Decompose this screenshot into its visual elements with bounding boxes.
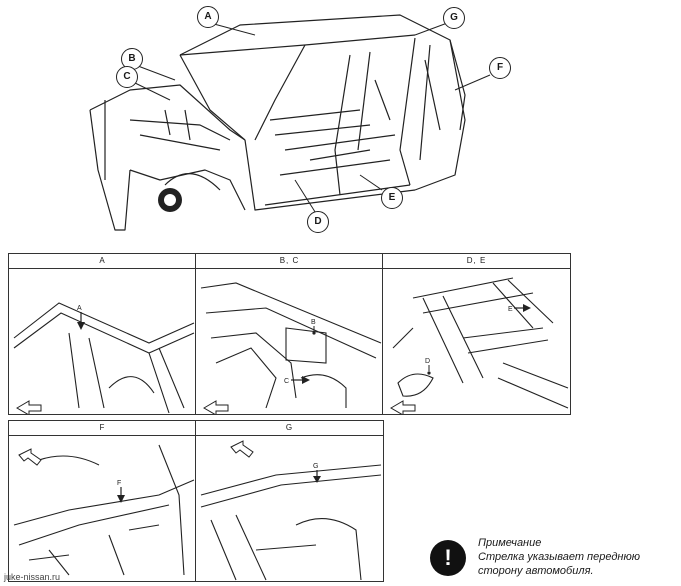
body-shell-illustration (89, 14, 491, 231)
svg-text:D: D (425, 358, 430, 365)
panel-title: B, C (196, 254, 383, 269)
callout-c: C (116, 66, 138, 88)
svg-text:C: C (284, 378, 289, 385)
svg-text:A: A (77, 305, 82, 312)
svg-text:F: F (117, 480, 121, 487)
panel-title: F (9, 421, 196, 436)
detail-panel-bc: B, C B C (195, 253, 384, 415)
callout-f: F (489, 57, 511, 79)
detail-panel-de: D, E D E (382, 253, 571, 415)
panel-g-drawing: G (200, 440, 382, 581)
site-watermark: juke-nissan.ru (4, 572, 61, 582)
callout-d: D (307, 211, 329, 233)
front-direction-arrow (390, 400, 416, 414)
callout-g: G (443, 7, 465, 29)
svg-text:E: E (508, 306, 513, 313)
panel-de-drawing: D E (390, 277, 569, 414)
note-block: ! Примечание Стрелка указывает переднюю … (430, 536, 680, 584)
info-bulb-icon: ! (430, 540, 466, 576)
front-direction-arrow (16, 400, 42, 414)
panel-f-drawing: F (13, 444, 195, 576)
note-text: Примечание Стрелка указывает переднюю ст… (478, 536, 640, 578)
front-direction-arrow (203, 400, 229, 414)
svg-text:B: B (311, 319, 316, 326)
callout-e: E (381, 187, 403, 209)
panel-title: G (196, 421, 383, 436)
note-line-2: сторону автомобиля. (478, 565, 594, 577)
front-direction-arrow (18, 448, 42, 466)
panel-title: D, E (383, 254, 570, 269)
panel-bc-drawing: B C (200, 282, 382, 414)
note-line-1: Стрелка указывает переднюю (478, 551, 640, 563)
panel-title: A (9, 254, 196, 269)
svg-text:G: G (313, 463, 318, 470)
detail-panel-f: F F (8, 420, 197, 582)
detail-panel-a: A A (8, 253, 197, 415)
panel-a-drawing: A (13, 302, 195, 414)
front-direction-arrow (230, 440, 254, 458)
note-heading: Примечание (478, 537, 542, 549)
callout-a: A (197, 6, 219, 28)
detail-panel-g: G G (195, 420, 384, 582)
